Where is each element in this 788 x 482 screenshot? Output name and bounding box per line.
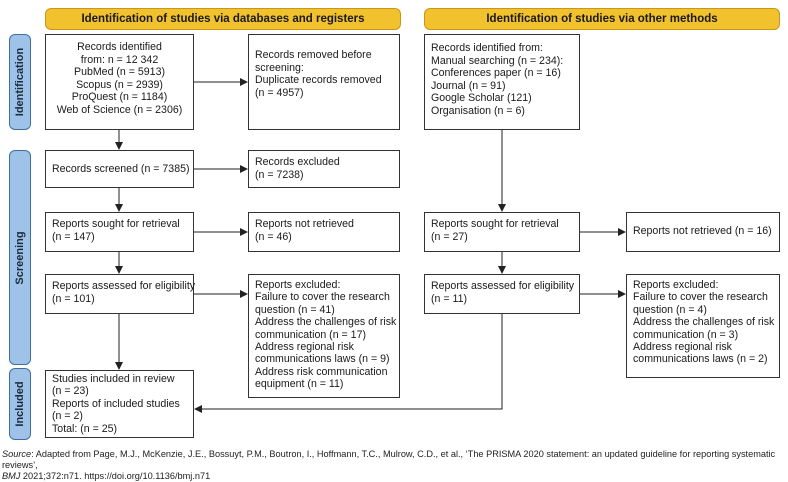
db-not-retrieved-line: Reports not retrieved [255,218,354,230]
db-excluded-line: (n = 7238) [255,168,304,181]
other-sought-line: (n = 27) [431,230,468,243]
db-assessed-line: (n = 101) [52,292,95,305]
db-identified-line: from: n = 12 342 [80,53,159,66]
db-records-removed: Records removed before screening: Duplic… [248,34,400,130]
db-removed-line: (n = 4957) [255,86,304,99]
other-reports-assessed: Reports assessed for eligibility (n = 11… [424,274,580,314]
other-identified-line: Google Scholar (121) [431,92,532,105]
db-removed-line: Records removed before [255,49,372,61]
other-reports-excluded-line: Address the challenges of risk [633,316,775,329]
db-assessed-line: Reports assessed for eligibility [52,280,196,292]
included-line: (n = 23) [52,385,89,398]
other-identified-line: Organisation (n = 6) [431,104,525,117]
included-line: (n = 2) [52,410,83,423]
db-removed-line: screening: [255,61,304,74]
other-reports-excluded-line: question (n = 4) [633,303,707,316]
other-reports-excluded: Reports excluded: Failure to cover the r… [626,274,780,378]
databases-header: Identification of studies via databases … [45,8,401,30]
db-identified-line: Records identified [77,41,162,53]
db-sought-line: (n = 147) [52,230,95,243]
other-reports-not-retrieved: Reports not retrieved (n = 16) [626,212,780,252]
db-reports-sought: Reports sought for retrieval (n = 147) [45,212,194,252]
other-assessed-line: Reports assessed for eligibility [431,280,575,292]
db-identified-line: Web of Science (n = 2306) [56,103,183,116]
included-line: Reports of included studies [52,397,180,410]
db-reports-excluded-line: communication (n = 17) [255,328,366,341]
other-identified-line: Journal (n = 91) [431,79,506,92]
db-reports-assessed: Reports assessed for eligibility (n = 10… [45,274,196,314]
stage-screening: Screening [9,150,31,365]
other-sought-line: Reports sought for retrieval [431,218,559,230]
source-note: Source: Adapted from Page, M.J., McKenzi… [2,449,776,481]
db-reports-not-retrieved: Reports not retrieved (n = 46) [248,212,400,252]
other-reports-excluded-line: Reports excluded: [633,279,719,291]
db-sought-line: Reports sought for retrieval [52,218,180,230]
db-reports-excluded-line: equipment (n = 11) [255,378,344,391]
db-records-excluded: Records excluded (n = 7238) [248,150,400,188]
db-records-identified: Records identified from: n = 12 342 PubM… [45,34,194,130]
db-identified-line: ProQuest (n = 1184) [71,91,168,104]
studies-included: Studies included in review (n = 23) Repo… [45,370,194,438]
stage-included: Included [9,368,31,440]
other-reports-excluded-line: Failure to cover the research [633,291,768,304]
db-reports-excluded-line: Address the challenges of risk [255,316,397,329]
other-identified-line: Records identified from: [431,42,543,54]
other-identified-line: Conferences paper (n = 16) [431,67,561,80]
db-not-retrieved-line: (n = 46) [255,230,292,243]
db-removed-line: Duplicate records removed [255,74,382,87]
other-reports-sought: Reports sought for retrieval (n = 27) [424,212,580,252]
db-reports-excluded-line: question (n = 41) [255,303,335,316]
other-records-identified: Records identified from: Manual searchin… [424,34,580,130]
db-reports-excluded-line: communications laws (n = 9) [255,353,390,366]
db-identified-line: Scopus (n = 2939) [76,78,163,91]
other-reports-excluded-line: communication (n = 3) [633,328,739,341]
stage-identification: Identification [9,34,31,130]
db-reports-excluded-line: Address regional risk [255,341,354,354]
other-reports-excluded-line: communications laws (n = 2) [633,353,768,366]
included-line: Studies included in review [52,373,175,385]
db-reports-excluded-line: Reports excluded: [255,279,341,291]
db-reports-excluded: Reports excluded: Failure to cover the r… [248,274,400,398]
db-identified-line: PubMed (n = 5913) [74,66,165,79]
other-methods-header: Identification of studies via other meth… [424,8,780,30]
db-reports-excluded-line: Address risk communication [255,365,388,378]
included-line: Total: (n = 25) [52,422,118,435]
db-reports-excluded-line: Failure to cover the research [255,291,390,304]
arrow-other-assessed-to-included [194,314,503,413]
other-identified-line: Manual searching (n = 234): [431,54,564,67]
other-assessed-line: (n = 11) [431,292,468,305]
db-excluded-line: Records excluded [255,156,340,168]
other-reports-excluded-line: Address regional risk [633,341,732,354]
db-records-screened: Records screened (n = 7385) [45,150,194,188]
